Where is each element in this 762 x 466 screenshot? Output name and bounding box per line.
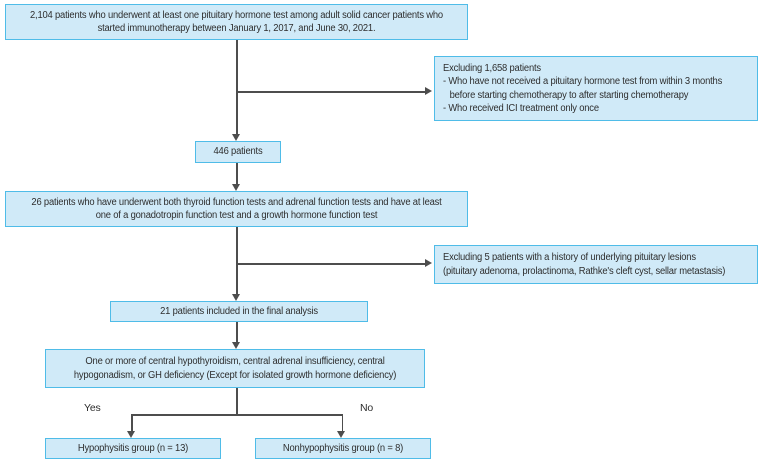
criteria-line1: One or more of central hypothyroidism, c… bbox=[85, 356, 385, 367]
arrowhead-down-final bbox=[232, 294, 240, 301]
arrowhead-right-exclusion1 bbox=[425, 87, 432, 95]
connector-initial-to-446 bbox=[236, 40, 238, 134]
connector-split-bar bbox=[131, 414, 343, 416]
arrowhead-down-no bbox=[337, 431, 345, 438]
tested-cohort-line1: 26 patients who have underwent both thyr… bbox=[31, 196, 442, 208]
exclusion1-line1: Excluding 1,658 patients bbox=[443, 62, 541, 74]
exclusion1-line3: before starting chemotherapy to after st… bbox=[449, 89, 689, 101]
connector-branch-exclusion1 bbox=[237, 91, 425, 93]
flow-box-tested-cohort: 26 patients who have underwent both thyr… bbox=[5, 191, 468, 227]
nonhypophysitis-group-label: Nonhypophysitis group (n = 8) bbox=[282, 442, 404, 454]
branch-label-yes: Yes bbox=[84, 402, 101, 414]
flow-box-exclusion-1658: Excluding 1,658 patients - Who have not … bbox=[434, 56, 758, 121]
flow-box-446-patients: 446 patients bbox=[195, 141, 281, 163]
446-patients-label: 446 patients bbox=[213, 146, 263, 158]
tested-cohort-line2: one of a gonadotropin function test and … bbox=[95, 210, 378, 221]
flow-box-final-analysis: 21 patients included in the final analys… bbox=[110, 301, 368, 322]
initial-cohort-line1: 2,104 patients who underwent at least on… bbox=[30, 9, 443, 21]
connector-final-to-criteria bbox=[236, 322, 238, 343]
flow-box-initial-cohort: 2,104 patients who underwent at least on… bbox=[5, 4, 468, 40]
flow-box-exclusion-pituitary-lesions: Excluding 5 patients with a history of u… bbox=[434, 245, 758, 284]
flow-box-hypophysitis-group: Hypophysitis group (n = 13) bbox=[45, 438, 221, 459]
exclusion1-line2: - Who have not received a pituitary horm… bbox=[443, 76, 723, 87]
connector-criteria-stem bbox=[236, 388, 238, 416]
exclusion2-line1: Excluding 5 patients with a history of u… bbox=[443, 252, 696, 263]
exclusion1-line4: - Who received ICI treatment only once bbox=[443, 103, 599, 114]
arrowhead-down-tested bbox=[232, 184, 240, 191]
branch-label-no: No bbox=[360, 402, 374, 414]
connector-446-to-tested bbox=[236, 163, 238, 184]
connector-branch-exclusion2 bbox=[237, 263, 425, 265]
arrowhead-down-criteria bbox=[232, 342, 240, 349]
hypophysitis-group-label: Hypophysitis group (n = 13) bbox=[77, 442, 189, 454]
initial-cohort-line2: started immunotherapy between January 1,… bbox=[97, 23, 376, 34]
connector-tested-to-final bbox=[236, 227, 238, 294]
final-analysis-label: 21 patients included in the final analys… bbox=[160, 305, 318, 317]
flow-box-criteria: One or more of central hypothyroidism, c… bbox=[45, 349, 425, 388]
arrowhead-right-exclusion2 bbox=[425, 259, 432, 267]
connector-no-drop bbox=[341, 414, 344, 432]
arrowhead-down-446 bbox=[232, 134, 240, 141]
criteria-line2: hypogonadism, or GH deficiency (Except f… bbox=[73, 369, 397, 381]
connector-yes-drop bbox=[131, 414, 133, 432]
flow-box-nonhypophysitis-group: Nonhypophysitis group (n = 8) bbox=[255, 438, 431, 459]
exclusion2-line2: (pituitary adenoma, prolactinoma, Rathke… bbox=[443, 265, 726, 277]
arrowhead-down-yes bbox=[127, 431, 135, 438]
